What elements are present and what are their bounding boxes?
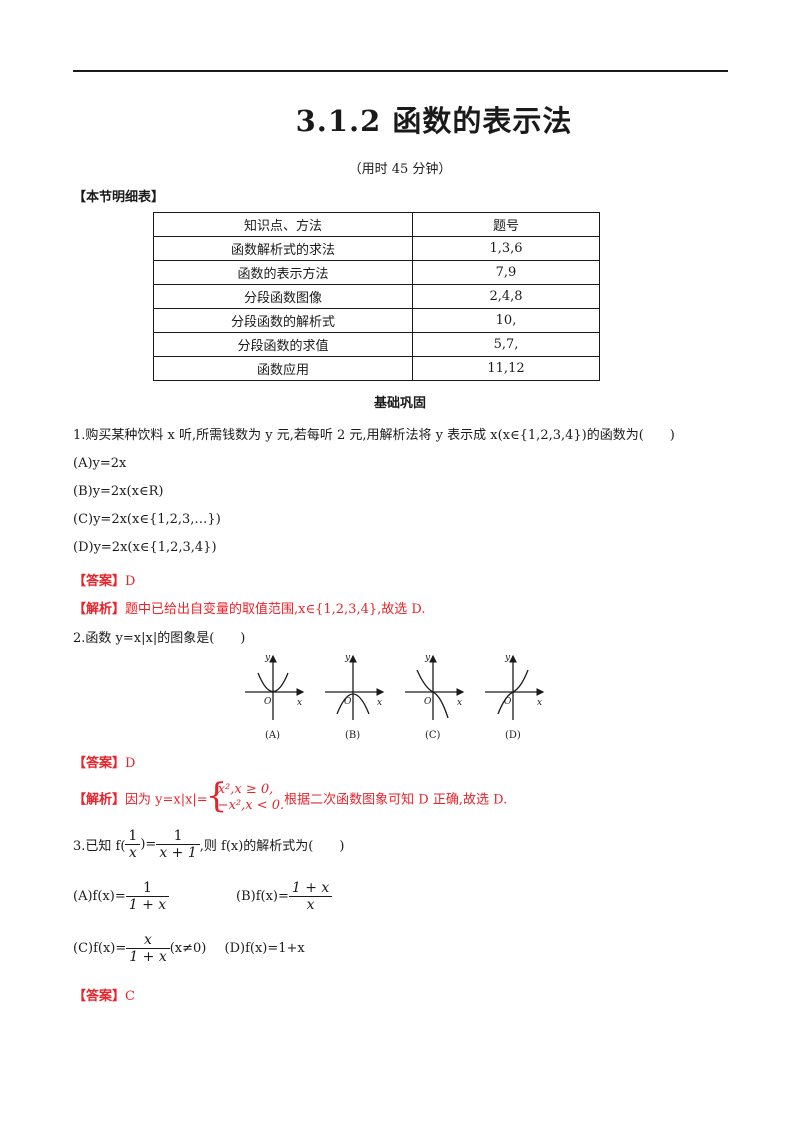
piecewise-function: x²,x ≥ 0,−x²,x < 0. [206,776,285,816]
q1-stem: 1.购买某种饮料 x 听,所需钱数为 y 元,若每听 2 元,用解析法将 y 表… [73,428,675,443]
analysis-label: 【解析】 [73,602,126,617]
answer-label: 【答案】 [73,756,126,771]
table-header-cell: 知识点、方法 [153,212,413,237]
svg-text:y: y [504,653,511,663]
piece-top: x²,x ≥ 0, [217,782,274,797]
option-prefix: (C)f(x)= [73,941,127,956]
q1-option-d: (D)y=2x(x∈{1,2,3,4}) [73,540,217,555]
svg-text:(C): (C) [425,730,441,741]
q3-option-d: (D)f(x)=1+x [224,941,305,956]
frac-numerator: 1 + x [291,880,330,896]
table-cell: 1,3,6 [412,236,600,261]
table-cell: 函数的表示方法 [153,260,413,285]
answer-value: D [125,756,136,771]
table-cell: 2,4,8 [412,284,600,309]
q3-stem-mid: )= [140,837,157,852]
frac-denominator: x [125,844,141,861]
time-note-text: （用时 45 分钟） [348,162,452,177]
q3-stem-prefix: 3.已知 f( [73,839,126,854]
answer-label: 【答案】 [73,989,126,1004]
table-cell: 分段函数图像 [153,284,413,309]
svg-text:(D): (D) [505,730,521,741]
section-label: 【本节明细表】 [73,190,165,205]
frac-numerator: x [144,932,152,948]
svg-text:y: y [344,653,351,663]
table-cell: 分段函数的求值 [153,332,413,357]
table-cell: 10, [412,308,600,333]
time-note: （用时 45 分钟） [0,158,800,177]
top-rule [73,70,728,72]
q3-answer: 【答案】C [73,985,135,1004]
table-cell: 11,12 [412,356,600,381]
svg-text:O: O [504,697,512,707]
svg-text:x: x [537,698,542,708]
analysis-prefix: 因为 y=x|x|= [125,792,208,808]
q1-analysis: 【解析】题中已给出自变量的取值范围,x∈{1,2,3,4},故选 D. [73,598,425,617]
table-cell: 5,7, [412,332,600,357]
analysis-text: 题中已给出自变量的取值范围,x∈{1,2,3,4},故选 D. [125,602,426,617]
q1-option-b: (B)y=2x(x∈R) [73,484,164,499]
q2-analysis: 【解析】因为 y=x|x|=x²,x ≥ 0,−x²,x < 0.根据二次函数图… [73,776,508,816]
q1-option-c: (C)y=2x(x∈{1,2,3,…}) [73,512,221,527]
option-prefix: (A)f(x)= [73,889,126,904]
option-suffix: (x≠0) [169,941,207,956]
table-cell: 函数应用 [153,356,413,381]
table-header-row: 知识点、方法 题号 [153,212,600,237]
table-cell: 函数解析式的求法 [153,236,413,261]
svg-text:(B): (B) [345,730,360,741]
q2-answer: 【答案】D [73,752,135,771]
piece-bottom: −x²,x < 0. [217,798,285,813]
page-title: 3.1.2 函数的表示法 [295,104,573,138]
table-cell: 7,9 [412,260,600,285]
svg-text:O: O [264,697,272,707]
q3-stem-suffix: ,则 f(x)的解析式为( ) [199,839,345,854]
svg-text:O: O [344,697,352,707]
frac-denominator: 1 + x [126,948,170,965]
answer-value: D [125,574,136,589]
table-header-cell: 题号 [412,212,600,237]
svg-text:(A): (A) [265,730,280,741]
svg-text:y: y [264,653,271,663]
answer-value: C [125,989,135,1004]
analysis-suffix: 根据二次函数图象可知 D 正确,故选 D. [284,792,508,808]
svg-text:O: O [424,697,432,707]
frac-numerator: 1 [128,828,138,844]
answer-label: 【答案】 [73,574,126,589]
svg-text:x: x [457,698,462,708]
svg-text:x: x [377,698,382,708]
subheading: 基础巩固 [373,396,426,411]
frac-denominator: 1 + x [125,896,170,913]
frac-denominator: x + 1 [156,844,200,861]
q2-stem: 2.函数 y=x|x|的图象是( ) [73,631,246,646]
q1-answer: 【答案】D [73,570,135,589]
frac-denominator: x [288,896,333,913]
frac-numerator: 1 [142,880,152,896]
q1-option-a: (A)y=2x [73,456,127,471]
table-cell: 分段函数的解析式 [153,308,413,333]
option-prefix: (B)f(x)= [236,889,289,904]
svg-text:y: y [424,653,431,663]
frac-numerator: 1 [173,828,183,844]
analysis-label: 【解析】 [73,792,126,808]
svg-text:x: x [297,698,302,708]
